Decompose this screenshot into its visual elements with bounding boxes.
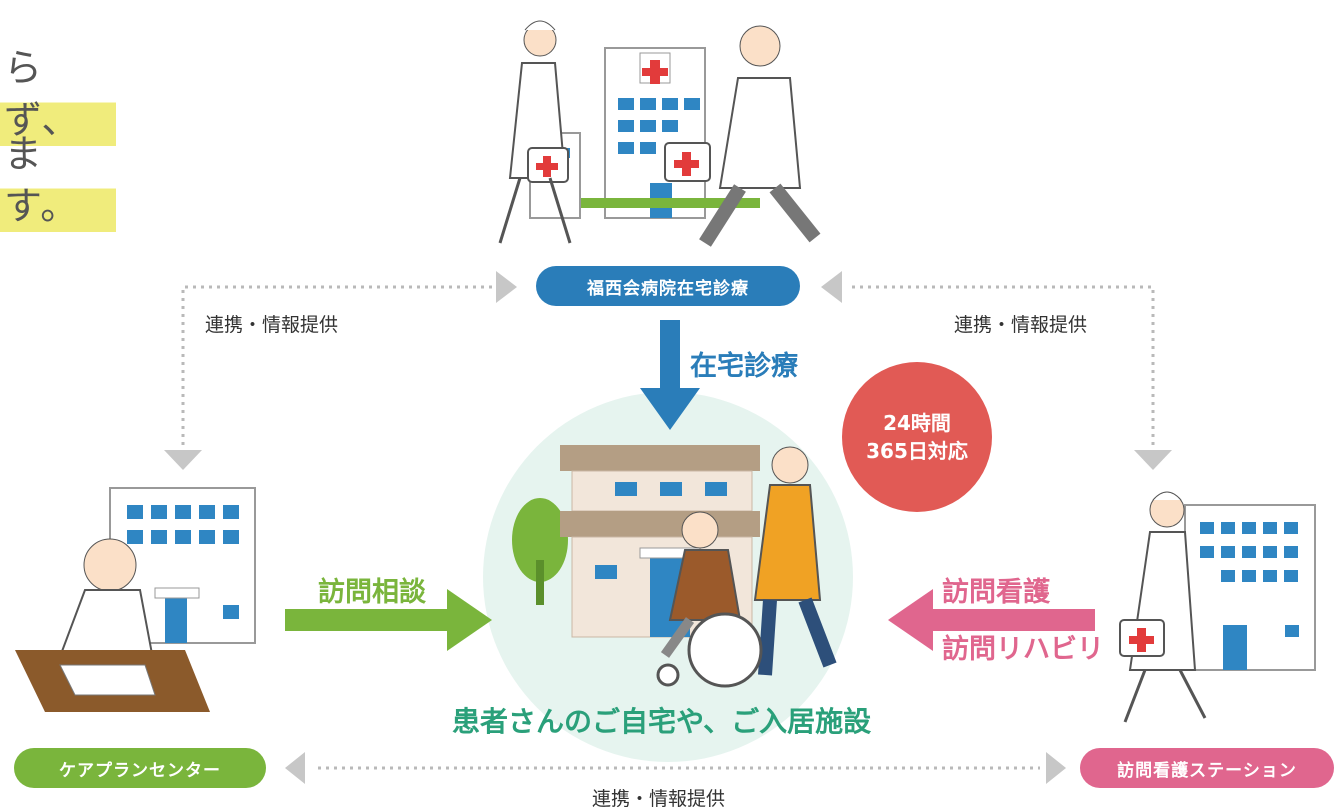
arrow-head-to-nursing-station bbox=[1134, 450, 1172, 470]
care-plan-illustration bbox=[15, 487, 256, 712]
link-label-left: 連携・情報提供 bbox=[205, 314, 339, 336]
link-label-right: 連携・情報提供 bbox=[954, 314, 1088, 336]
nursing-label: 訪問看護 bbox=[942, 577, 1050, 608]
nursing-arrow bbox=[888, 589, 1095, 651]
home-care-label: 在宅診療 bbox=[690, 351, 798, 382]
consultation-arrow bbox=[285, 589, 492, 651]
arrow-head-to-clinic-left bbox=[496, 271, 517, 303]
clinic-illustration bbox=[498, 20, 821, 247]
clinic-node: 福西会病院在宅診療 bbox=[536, 266, 800, 306]
intro-line-2: ます。 bbox=[0, 128, 116, 232]
nursing-station-illustration bbox=[1119, 491, 1316, 723]
badge-line-2: 365日対応 bbox=[866, 439, 968, 463]
arrow-head-to-care-plan-bottom bbox=[285, 752, 305, 784]
consultation-label: 訪問相談 bbox=[318, 577, 426, 608]
home-care-arrow bbox=[640, 320, 700, 430]
home-illustration bbox=[512, 445, 837, 688]
nursing-station-node: 訪問看護ステーション bbox=[1080, 748, 1334, 788]
availability-badge: 24時間 365日対応 bbox=[842, 362, 992, 512]
care-plan-node: ケアプランセンター bbox=[14, 748, 266, 788]
home-node: 患者さんのご自宅や、ご入居施設 bbox=[452, 705, 872, 738]
arrow-head-to-care-plan bbox=[164, 450, 202, 470]
badge-line-1: 24時間 bbox=[883, 411, 951, 435]
arrow-head-to-clinic-right bbox=[821, 271, 842, 303]
rehab-label: 訪問リハビリ bbox=[942, 634, 1104, 665]
link-label-bottom: 連携・情報提供 bbox=[592, 788, 726, 810]
arrow-head-to-nursing-station-bottom bbox=[1046, 752, 1066, 784]
